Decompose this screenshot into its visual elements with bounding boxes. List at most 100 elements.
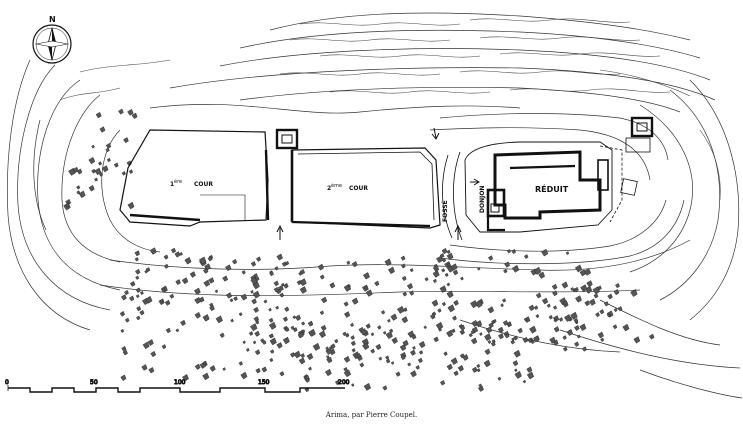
vegetation-mark — [308, 366, 312, 371]
vegetation-mark — [533, 305, 539, 310]
vegetation-mark — [478, 383, 483, 388]
vegetation-mark — [124, 317, 130, 323]
vegetation-mark — [441, 247, 448, 255]
scale-tick-150: 150 — [258, 379, 270, 386]
vegetation-mark — [72, 166, 79, 173]
vegetation-mark — [424, 277, 429, 282]
vegetation-mark — [268, 317, 274, 323]
vegetation-mark — [127, 201, 135, 210]
vegetation-mark — [612, 324, 618, 330]
vegetation-mark — [230, 318, 234, 323]
vegetation-mark — [189, 271, 196, 278]
vegetation-mark — [370, 348, 375, 354]
vegetation-mark — [446, 249, 451, 254]
vegetation-mark — [483, 359, 491, 368]
map-caption: Arima, par Pierre Coupel. — [325, 411, 418, 419]
vegetation-mark — [329, 282, 336, 289]
vegetation-mark — [202, 360, 207, 365]
vegetation-mark — [553, 326, 560, 333]
vegetation-mark — [511, 248, 517, 255]
vegetation-mark — [219, 332, 225, 338]
vegetation-mark — [298, 357, 306, 365]
north-label: N — [49, 15, 56, 24]
vegetation-mark — [459, 353, 465, 359]
vegetation-mark — [498, 333, 504, 340]
vegetation-mark — [407, 362, 412, 367]
vegetation-mark — [563, 300, 568, 306]
vegetation-mark — [203, 279, 211, 287]
vegetation-mark — [535, 292, 542, 299]
vegetation-mark — [292, 327, 298, 333]
vegetation-mark — [362, 342, 370, 351]
vegetation-mark — [160, 287, 166, 293]
vegetation-mark — [562, 335, 567, 340]
vegetation-mark — [346, 260, 351, 265]
vegetation-mark — [269, 357, 274, 363]
vegetation-mark — [208, 277, 215, 284]
vegetation-mark — [194, 363, 201, 370]
vegetation-mark — [451, 328, 456, 334]
vegetation-mark — [165, 327, 171, 334]
vegetation-mark — [159, 299, 164, 303]
vegetation-mark — [127, 108, 134, 116]
vegetation-mark — [351, 383, 355, 387]
vegetation-mark — [198, 256, 207, 265]
vegetation-mark — [548, 314, 553, 320]
vegetation-mark — [526, 366, 533, 373]
vegetation-mark — [145, 267, 151, 273]
vegetation-mark — [119, 311, 125, 317]
vegetation-mark — [579, 323, 587, 332]
vegetation-mark — [174, 251, 181, 258]
vegetation-mark — [595, 312, 600, 318]
vegetation-mark — [401, 275, 407, 281]
gate-tower-west — [275, 128, 299, 150]
vegetation-mark — [522, 379, 527, 384]
vegetation-mark — [144, 269, 148, 274]
vegetation-mark — [105, 147, 110, 153]
vegetation-mark — [579, 269, 587, 277]
vegetation-mark — [586, 280, 593, 288]
vegetation-mark — [300, 353, 305, 359]
vegetation-mark — [457, 364, 464, 372]
vegetation-mark — [390, 313, 398, 321]
vegetation-mark — [207, 256, 213, 262]
vegetation-mark — [423, 325, 427, 330]
vegetation-mark — [418, 340, 426, 349]
vegetation-mark — [118, 108, 124, 115]
vegetation-mark — [76, 185, 81, 190]
vegetation-mark — [94, 177, 98, 182]
vegetation-mark — [225, 292, 232, 299]
vegetation-mark — [251, 298, 257, 305]
vegetation-mark — [121, 171, 126, 176]
vegetation-mark — [329, 348, 336, 356]
vegetation-mark — [603, 301, 609, 307]
vegetation-mark — [150, 350, 157, 358]
vegetation-mark — [129, 295, 135, 302]
vegetation-mark — [432, 278, 437, 284]
vegetation-mark — [396, 305, 405, 314]
vegetation-mark — [269, 271, 274, 277]
vegetation-mark — [135, 315, 141, 321]
vegetation-mark — [382, 385, 388, 391]
vegetation-mark — [564, 314, 572, 322]
vegetation-mark — [343, 311, 351, 318]
vegetation-mark — [552, 305, 558, 310]
vegetation-mark — [535, 314, 540, 319]
vegetation-mark — [351, 348, 356, 353]
vegetation-mark — [128, 169, 134, 174]
vegetation-mark — [417, 357, 423, 364]
vegetation-mark — [570, 311, 578, 320]
vegetation-mark — [344, 332, 350, 338]
vegetation-mark — [238, 312, 243, 317]
vegetation-mark — [549, 336, 556, 344]
vegetation-mark — [411, 333, 417, 340]
vegetation-mark — [320, 324, 327, 332]
vegetation-mark — [240, 293, 248, 301]
vegetation-mark — [136, 305, 142, 312]
vegetation-mark — [277, 285, 284, 292]
vegetation-mark — [378, 356, 383, 361]
scale-tick-50: 50 — [90, 379, 98, 386]
first-courtyard-wall — [119, 129, 269, 227]
vegetation-mark — [541, 297, 549, 305]
vegetation-mark — [78, 190, 86, 199]
